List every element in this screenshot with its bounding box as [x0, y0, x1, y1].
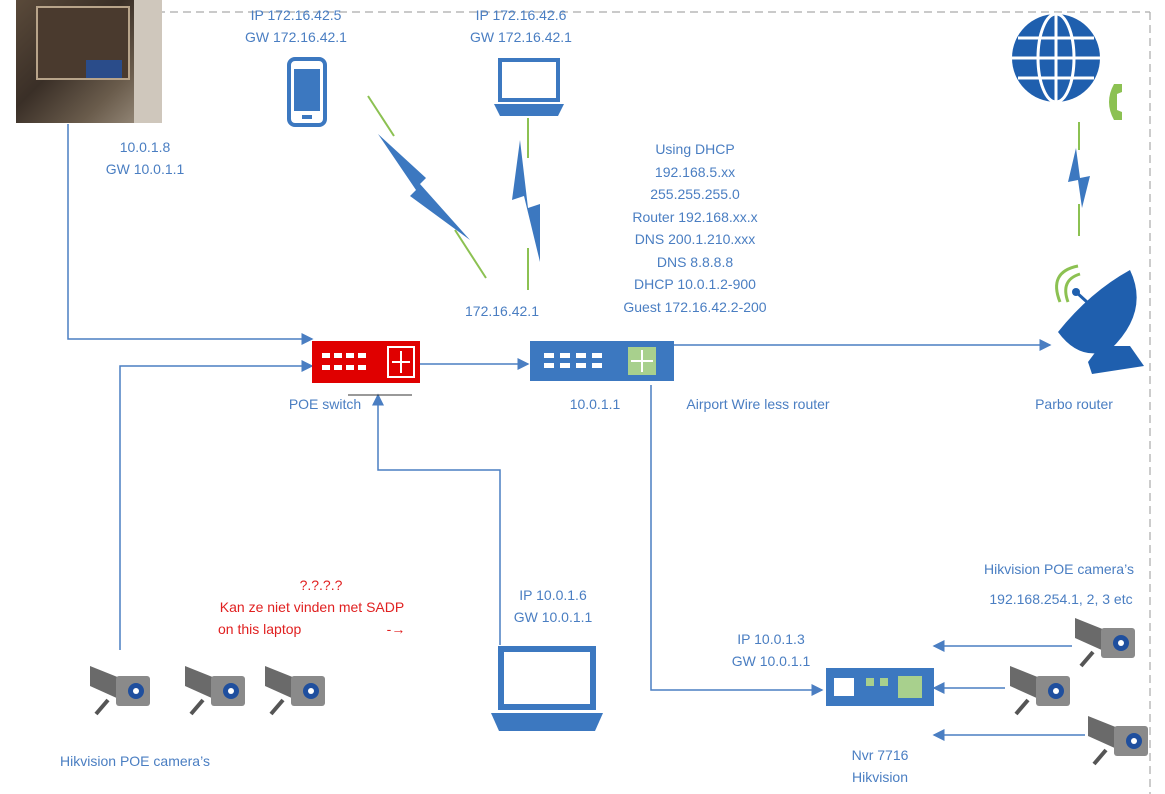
phone-ip: IP 172.16.42.5: [250, 7, 342, 23]
parbo-router-label: Parbo router: [1035, 396, 1113, 412]
unknown-ip-label: ?.?.?.?: [299, 577, 343, 593]
poe-switch-label: POE switch: [288, 396, 362, 412]
photo-ip: 10.0.1.8: [119, 139, 171, 155]
laptop-bottom-ip: IP 10.0.1.6: [519, 587, 587, 603]
dhcp-line: DHCP 10.0.1.2-900: [634, 276, 756, 292]
dhcp-line: 255.255.255.0: [650, 186, 740, 202]
photo-address-label: 10.0.1.8 GW 10.0.1.1: [90, 136, 200, 180]
nvr-brand: Hikvision: [851, 769, 908, 785]
dhcp-line: 192.168.5.xx: [654, 163, 736, 180]
dhcp-line: Guest 172.16.42.2-200: [623, 298, 767, 315]
nvr-address-label: IP 10.0.1.3 GW 10.0.1.1: [716, 628, 826, 672]
globe-icon: [1012, 12, 1100, 104]
laptop-icon: [491, 646, 603, 731]
router-ip-label: 10.0.1.1: [569, 396, 621, 412]
lightning-icon: [512, 140, 540, 262]
laptop-bottom-gw: GW 10.0.1.1: [513, 609, 593, 625]
security-camera-icon: [265, 666, 325, 716]
sadp-note-line2: on this laptop: [218, 621, 302, 637]
security-camera-icon: [185, 666, 245, 716]
dhcp-line: Using DHCP: [655, 141, 735, 157]
laptop-top-address-label: IP 172.16.42.6 GW 172.16.42.1: [458, 4, 584, 48]
satellite-dish-icon: [1055, 264, 1144, 374]
dhcp-line: Router 192.168.xx.x: [632, 208, 758, 225]
nvr-gw: GW 10.0.1.1: [731, 653, 811, 669]
dhcp-settings-label: Using DHCP 192.168.5.xx 255.255.255.0 Ro…: [600, 138, 790, 318]
security-camera-icon: [1010, 666, 1070, 716]
right-cameras-ips: 192.168.254.1, 2, 3 etc: [989, 591, 1133, 607]
security-camera-icon: [90, 666, 150, 716]
security-camera-icon: [1075, 618, 1135, 668]
phone-handset-icon: [1109, 84, 1122, 120]
laptop-icon: [494, 58, 564, 116]
wifi-ip-label: 172.16.42.1: [465, 303, 539, 319]
airport-router-label: Airport Wire less router: [686, 396, 830, 412]
arrow-right-icon: -→: [386, 621, 406, 637]
nvr-icon[interactable]: [826, 668, 934, 706]
lightning-icon: [378, 134, 470, 240]
laptop-bottom-address-label: IP 10.0.1.6 GW 10.0.1.1: [488, 584, 618, 628]
phone-address-label: IP 172.16.42.5 GW 172.16.42.1: [240, 4, 352, 48]
phone-gw: GW 172.16.42.1: [245, 29, 347, 45]
nvr-name-label: Nvr 7716 Hikvision: [820, 744, 940, 788]
dhcp-line: DNS 200.1.210.xxx: [634, 231, 756, 247]
nvr-ip: IP 10.0.1.3: [737, 631, 805, 647]
nvr-name: Nvr 7716: [851, 747, 909, 763]
security-camera-icon: [1088, 716, 1148, 766]
laptop-top-gw: GW 172.16.42.1: [470, 29, 572, 45]
poe-switch-icon[interactable]: [312, 341, 420, 383]
photo-gw: GW 10.0.1.1: [105, 161, 185, 177]
dhcp-line: DNS 8.8.8.8: [656, 253, 734, 270]
smartphone-icon: [287, 57, 327, 127]
wireless-router-icon[interactable]: [530, 341, 674, 381]
right-cameras-title: Hikvision POE camera’s: [984, 561, 1134, 577]
left-cameras-title: Hikvision POE camera’s: [60, 753, 210, 769]
equipment-photo: [16, 0, 162, 123]
laptop-top-ip: IP 172.16.42.6: [475, 7, 567, 23]
lightning-icon: [1068, 148, 1090, 208]
sadp-note-line1: Kan ze niet vinden met SADP: [219, 599, 405, 615]
